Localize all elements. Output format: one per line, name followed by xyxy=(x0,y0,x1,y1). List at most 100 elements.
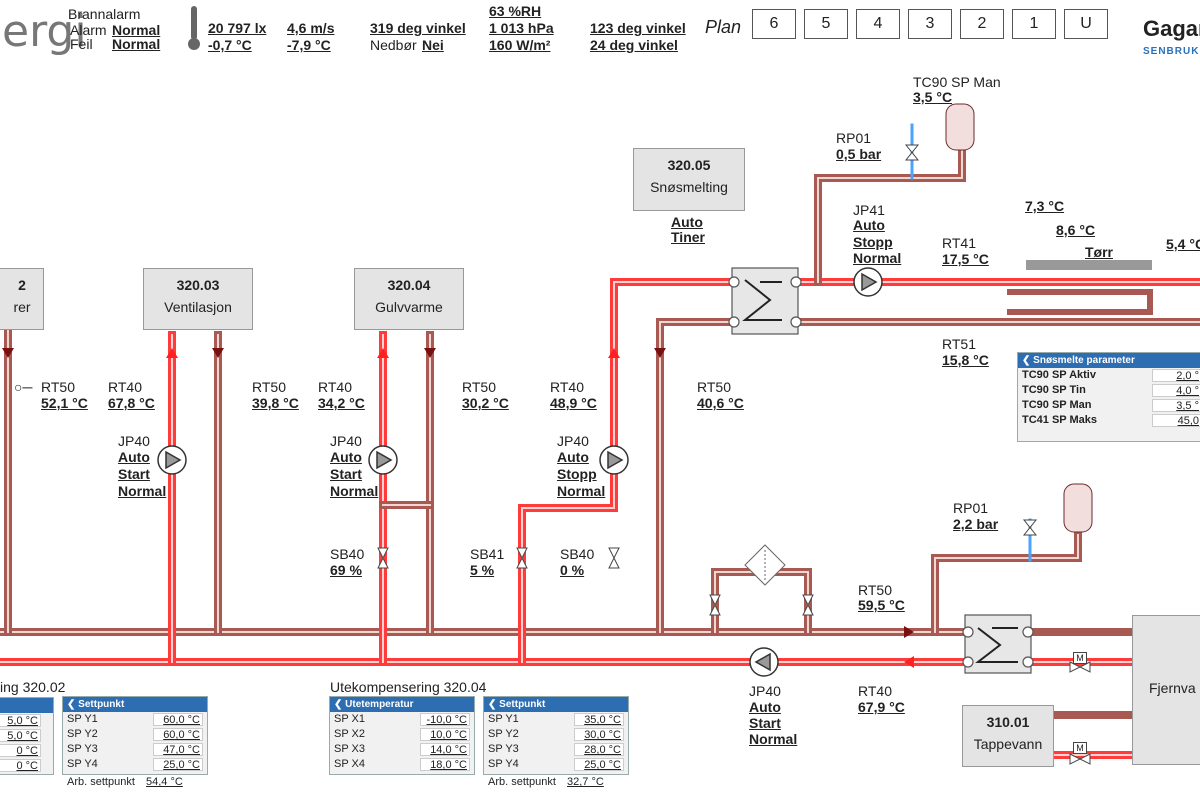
jp40-primary-state[interactable]: Start xyxy=(749,715,781,731)
mid-y3[interactable]: 28,0 °C xyxy=(574,743,624,756)
rt40-0205-label: RT40 xyxy=(550,379,584,395)
sun-elevation-value[interactable]: 24 deg vinkel xyxy=(590,37,678,53)
pump-0205-state[interactable]: Stopp xyxy=(557,466,597,482)
jp41-label: JP41 xyxy=(853,202,885,218)
pump-0204-state[interactable]: Start xyxy=(330,466,362,482)
jp40-primary-status[interactable]: Normal xyxy=(749,731,798,747)
mid-y2[interactable]: 30,0 °C xyxy=(574,728,624,741)
rt50-0202-value[interactable]: 52,1 °C xyxy=(41,395,88,411)
mid-y1[interactable]: 35,0 °C xyxy=(574,713,624,726)
pressure-value[interactable]: 1 013 hPa xyxy=(489,20,554,36)
plan-button-3[interactable]: 3 xyxy=(908,9,952,39)
pump-0205-status[interactable]: Normal xyxy=(557,483,606,499)
mid-y4[interactable]: 25,0 °C xyxy=(574,758,624,771)
wind-chill-value[interactable]: -7,9 °C xyxy=(287,37,331,53)
mid-arb-value[interactable]: 32,7 °C xyxy=(567,776,604,788)
ute-x4[interactable]: 18,0 °C xyxy=(420,758,470,771)
outdoor-temp-value[interactable]: -0,7 °C xyxy=(208,37,252,53)
ground-temp-1[interactable]: 7,3 °C xyxy=(1025,198,1065,214)
circuit-box-320-05[interactable]: 320.05 Snøsmelting xyxy=(633,148,745,211)
rt40-0204-value[interactable]: 34,2 °C xyxy=(318,395,365,411)
sb40-0205-value[interactable]: 0 % xyxy=(560,562,585,578)
rt40-0203-value[interactable]: 67,8 °C xyxy=(108,395,155,411)
pump-0204-mode[interactable]: Auto xyxy=(330,449,362,465)
district-heating-box[interactable]: Fjernva xyxy=(1132,615,1200,765)
plan-button-2[interactable]: 2 xyxy=(960,9,1004,39)
sb41-value[interactable]: 5 % xyxy=(470,562,495,578)
pump-0203-state[interactable]: Start xyxy=(118,466,150,482)
left-x2[interactable]: 5,0 °C xyxy=(0,729,41,742)
wind-speed-value[interactable]: 4,6 m/s xyxy=(287,20,335,36)
ute-header[interactable]: ❮ Utetemperatur xyxy=(330,697,474,712)
rt51-value[interactable]: 15,8 °C xyxy=(942,352,989,368)
left-x3[interactable]: 0 °C xyxy=(0,744,41,757)
sb40-0204-value[interactable]: 69 % xyxy=(330,562,362,578)
tc41-sp-maks-value[interactable]: 45,0 xyxy=(1152,414,1200,427)
rp01-snow-value[interactable]: 0,5 bar xyxy=(836,146,882,162)
snow-parameter-header[interactable]: ❮ Snøsmelte parameter xyxy=(1018,353,1200,368)
jp41-mode[interactable]: Auto xyxy=(853,217,885,233)
plan-button-4[interactable]: 4 xyxy=(856,9,900,39)
left-setpoint-header[interactable]: ❮ Settpunkt xyxy=(63,697,207,712)
left-x1[interactable]: 5,0 °C xyxy=(0,714,41,727)
plan-button-1[interactable]: 1 xyxy=(1012,9,1056,39)
jp41-state[interactable]: Stopp xyxy=(853,234,893,250)
rt40-primary-value[interactable]: 67,9 °C xyxy=(858,699,905,715)
jp41-status[interactable]: Normal xyxy=(853,250,902,266)
left-arb-value[interactable]: 54,4 °C xyxy=(146,776,183,788)
ute-x1[interactable]: -10,0 °C xyxy=(420,713,470,726)
jp40-primary-mode[interactable]: Auto xyxy=(749,699,781,715)
plan-button-5[interactable]: 5 xyxy=(804,9,848,39)
pump-0204-status[interactable]: Normal xyxy=(330,483,379,499)
outdoor-comp-320-02-title: ing 320.02 xyxy=(0,679,66,695)
precip-value[interactable]: Nei xyxy=(422,37,444,53)
snow-timer[interactable]: Tiner xyxy=(671,229,705,245)
sun-azimuth-value[interactable]: 123 deg vinkel xyxy=(590,20,686,36)
plan-button-6[interactable]: 6 xyxy=(752,9,796,39)
ground-temp-3[interactable]: 5,4 °C xyxy=(1166,236,1200,252)
fault-value[interactable]: Normal xyxy=(112,36,161,52)
wind-direction-value[interactable]: 319 deg vinkel xyxy=(370,20,466,36)
motor-valve-2[interactable]: M xyxy=(1073,742,1087,754)
circuit-box-320-04[interactable]: 320.04 Gulvvarme xyxy=(354,268,464,330)
brand-sub-logo: SENBRUK xyxy=(1143,46,1200,57)
rt50-0205-value[interactable]: 40,6 °C xyxy=(697,395,744,411)
rt50-0203-value[interactable]: 39,8 °C xyxy=(252,395,299,411)
left-y2[interactable]: 60,0 °C xyxy=(153,728,203,741)
rt51-label: RT51 xyxy=(942,336,976,352)
tc90-sp-aktiv-value[interactable]: 2,0 ° xyxy=(1152,369,1200,382)
rt50-0204-value[interactable]: 30,2 °C xyxy=(462,395,509,411)
pump-0203-status[interactable]: Normal xyxy=(118,483,167,499)
left-ute-panel: 5,0 °C 5,0 °C 0 °C 0 °C xyxy=(0,697,54,775)
radiation-value[interactable]: 160 W/m² xyxy=(489,37,551,53)
rt41-label: RT41 xyxy=(942,235,976,251)
left-y3[interactable]: 47,0 °C xyxy=(153,743,203,756)
humidity-value[interactable]: 63 %RH xyxy=(489,3,542,19)
rt50-primary-label: RT50 xyxy=(858,582,892,598)
pump-0205-mode[interactable]: Auto xyxy=(557,449,589,465)
left-y1[interactable]: 60,0 °C xyxy=(153,713,203,726)
ground-status[interactable]: Tørr xyxy=(1085,244,1113,260)
circuit-box-310-01[interactable]: 310.01 Tappevann xyxy=(962,705,1054,767)
pump-0203-mode[interactable]: Auto xyxy=(118,449,150,465)
ute-x2[interactable]: 10,0 °C xyxy=(420,728,470,741)
rt40-0205-value[interactable]: 48,9 °C xyxy=(550,395,597,411)
mid-setpoint-header[interactable]: ❮ Settpunkt xyxy=(484,697,628,712)
circuit-box-320-03[interactable]: 320.03 Ventilasjon xyxy=(143,268,253,330)
plan-button-u[interactable]: U xyxy=(1064,9,1108,39)
rt50-primary-value[interactable]: 59,5 °C xyxy=(858,597,905,613)
ground-temp-2[interactable]: 8,6 °C xyxy=(1056,222,1096,238)
tc90-sp-man-value[interactable]: 3,5 ° xyxy=(1152,399,1200,412)
alarm-value[interactable]: Normal xyxy=(112,22,161,38)
rp01-primary-value[interactable]: 2,2 bar xyxy=(953,516,999,532)
rt41-value[interactable]: 17,5 °C xyxy=(942,251,989,267)
left-x4[interactable]: 0 °C xyxy=(0,759,41,772)
tc90-sp-tin-value[interactable]: 4,0 ° xyxy=(1152,384,1200,397)
ute-x3[interactable]: 14,0 °C xyxy=(420,743,470,756)
light-value[interactable]: 20 797 lx xyxy=(208,20,267,36)
left-y4[interactable]: 25,0 °C xyxy=(153,758,203,771)
circuit-box-320-02[interactable]: 2 rer xyxy=(0,268,44,330)
tc90-value[interactable]: 3,5 °C xyxy=(913,89,953,105)
motor-valve-1[interactable]: M xyxy=(1073,652,1087,664)
snow-mode[interactable]: Auto xyxy=(671,214,703,230)
